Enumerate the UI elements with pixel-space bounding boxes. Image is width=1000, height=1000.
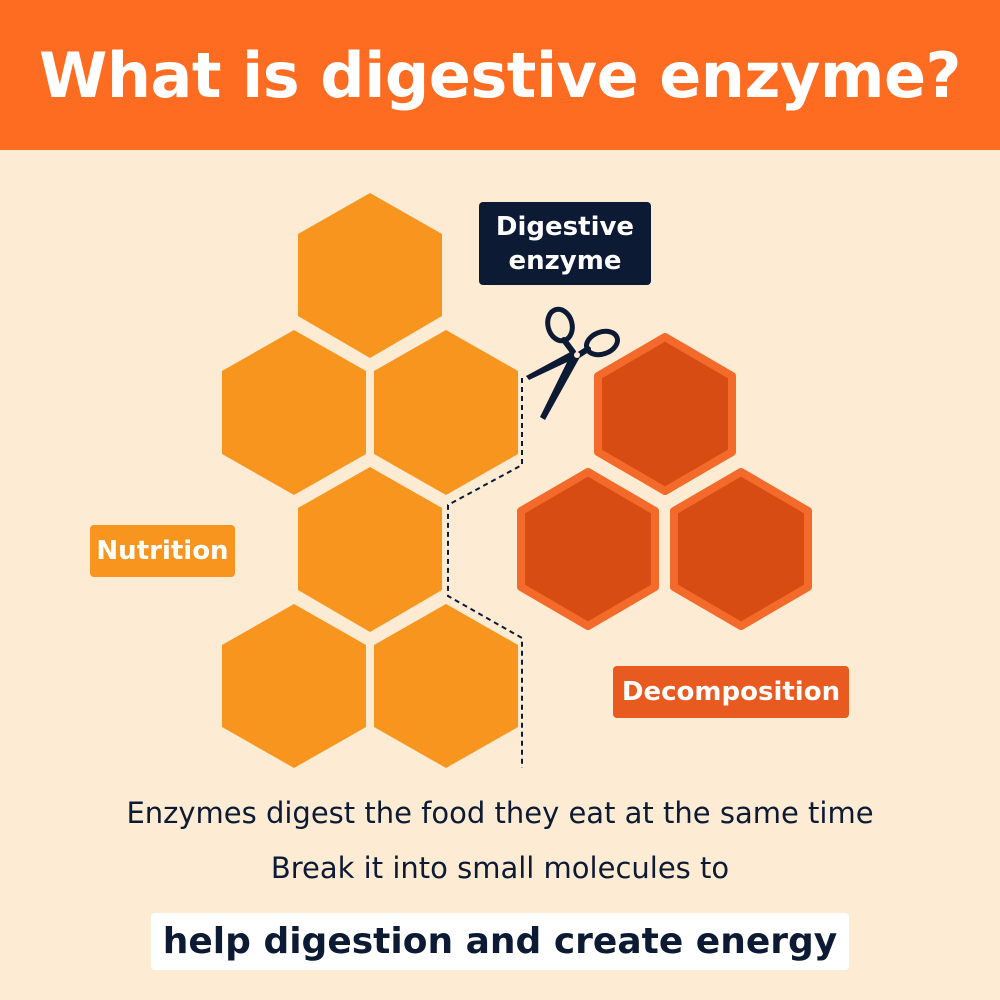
highlight-box: help digestion and create energy <box>151 913 849 970</box>
digestive-enzyme-label: Digestive enzyme <box>479 202 651 285</box>
decomposition-hexagons <box>517 333 812 630</box>
nutrition-hexagon <box>222 604 366 768</box>
caption-line-2: Break it into small molecules to <box>270 851 730 885</box>
decomposition-hexagon <box>670 468 812 630</box>
cut-line <box>447 378 523 768</box>
highlight-text: help digestion and create energy <box>162 921 838 962</box>
decomposition-label: Decomposition <box>613 666 849 718</box>
scissors-icon <box>526 306 620 420</box>
nutrition-hexagon <box>374 604 518 768</box>
nutrition-hexagon <box>298 467 442 632</box>
nutrition-hexagon <box>222 330 366 495</box>
nutrition-hexagons <box>222 193 518 768</box>
decomposition-hexagon <box>594 333 736 495</box>
digestive-enzyme-label-line1: Digestive <box>495 211 635 242</box>
nutrition-label: Nutrition <box>90 525 235 577</box>
header-banner: What is digestive enzyme? <box>0 0 1000 150</box>
decomposition-hexagon <box>517 468 659 630</box>
digestive-enzyme-label-line2: enzyme <box>508 245 622 276</box>
page-title: What is digestive enzyme? <box>38 38 962 112</box>
nutrition-hexagon <box>374 330 518 495</box>
nutrition-hexagon <box>298 193 442 358</box>
caption-line-1: Enzymes digest the food they eat at the … <box>126 796 874 830</box>
enzyme-diagram <box>222 193 812 768</box>
